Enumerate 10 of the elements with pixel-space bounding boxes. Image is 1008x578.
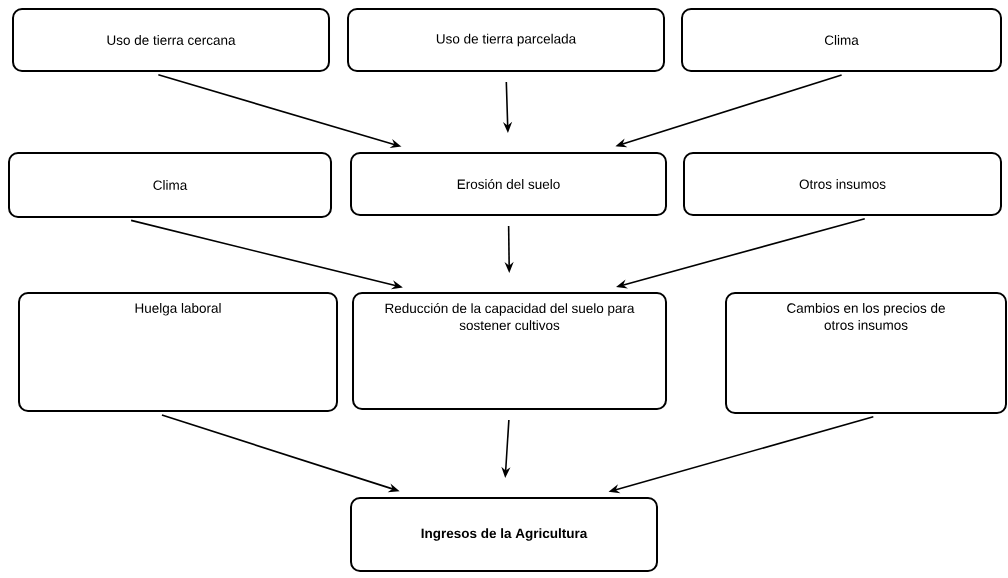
text-box: Erosión del suelo	[350, 152, 667, 216]
text-box: Huelga laboral	[18, 292, 338, 412]
text-box: Uso de tierra parcelada	[347, 8, 665, 72]
text-box: Ingresos de la Agricultura	[350, 497, 658, 572]
text-box: Otros insumos	[683, 152, 1002, 216]
text-box: Clima	[681, 8, 1002, 72]
text-box: Reducción de la capacidad del suelo para sostener cultivos	[352, 292, 667, 410]
text-box: Clima	[8, 152, 332, 218]
text-box: Uso de tierra cercana	[12, 8, 330, 72]
text-box: Cambios en los precios de otros insumos	[725, 292, 1007, 414]
